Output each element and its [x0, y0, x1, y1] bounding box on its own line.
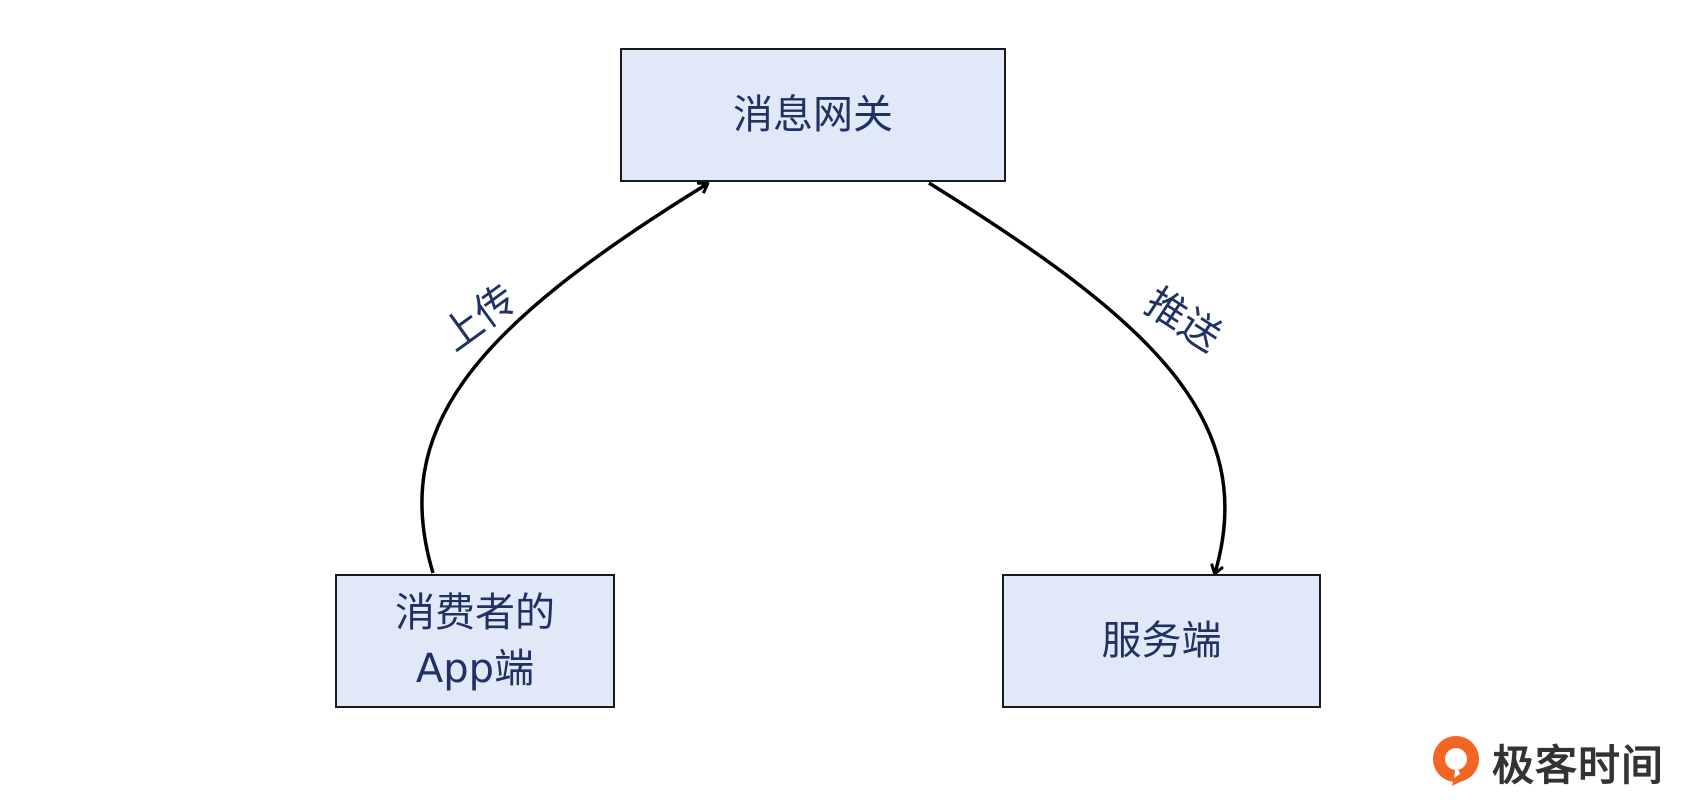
server-label: 服务端 — [1101, 618, 1222, 664]
brand-logo: 极客时间 — [1430, 732, 1664, 793]
message-gateway-node: 消息网关 — [620, 48, 1006, 182]
server-node: 服务端 — [1002, 574, 1321, 708]
consumer-app-node: 消费者的 App端 — [335, 574, 615, 708]
consumer-app-label-line1: 消费者的 — [395, 590, 555, 636]
geektime-logo-icon — [1433, 735, 1479, 786]
consumer-app-label-line2: App端 — [415, 646, 535, 692]
message-gateway-label: 消息网关 — [733, 92, 893, 138]
upload-arrow — [420, 184, 707, 574]
brand-name: 极客时间 — [1492, 741, 1665, 790]
push-arrow — [928, 181, 1227, 573]
